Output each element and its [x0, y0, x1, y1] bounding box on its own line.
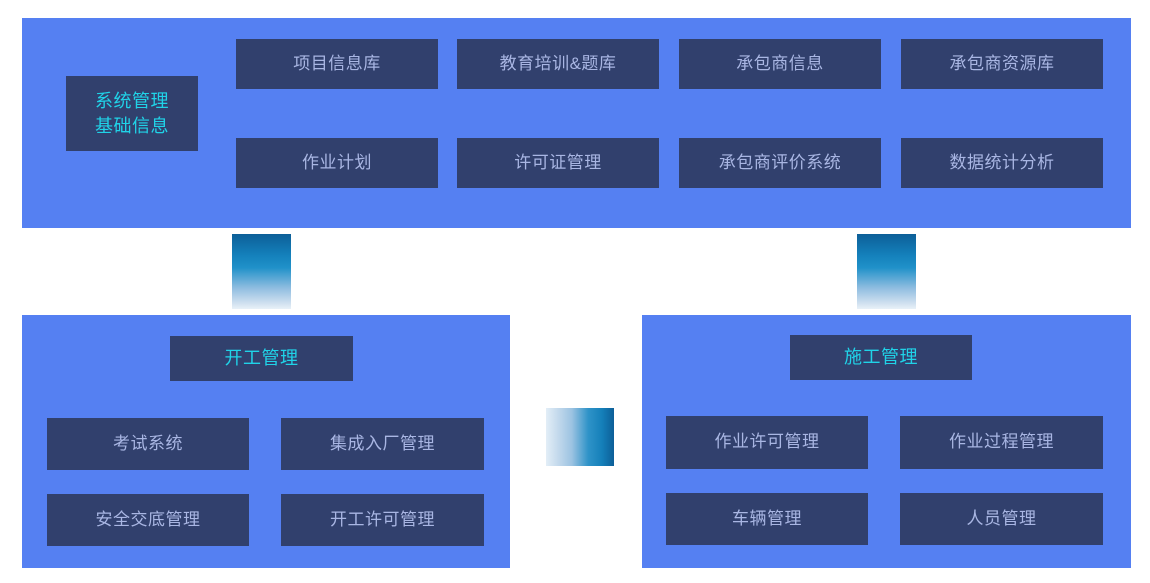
tile-exam-system[interactable]: 考试系统 [47, 418, 249, 470]
right-vertical-connector-icon [857, 234, 916, 309]
tile-contractor-resource-library[interactable]: 承包商资源库 [901, 39, 1103, 89]
tile-permit-management[interactable]: 许可证管理 [457, 138, 659, 188]
tile-education-training-question-bank[interactable]: 教育培训&题库 [457, 39, 659, 89]
panel-construction-management: 施工管理 作业许可管理 作业过程管理 车辆管理 人员管理 [642, 315, 1131, 568]
tile-work-permit-management[interactable]: 作业许可管理 [666, 416, 868, 469]
tile-data-statistics-analysis[interactable]: 数据统计分析 [901, 138, 1103, 188]
tile-personnel-management[interactable]: 人员管理 [900, 493, 1103, 545]
tile-contractor-evaluation-system[interactable]: 承包商评价系统 [679, 138, 881, 188]
tile-start-work-management-header[interactable]: 开工管理 [170, 336, 353, 381]
tile-system-management-root[interactable]: 系统管理 基础信息 [66, 76, 198, 151]
middle-horizontal-connector-icon [546, 408, 614, 466]
tile-integrated-plant-entry-management[interactable]: 集成入厂管理 [281, 418, 484, 470]
tile-safety-briefing-management[interactable]: 安全交底管理 [47, 494, 249, 546]
tile-contractor-info[interactable]: 承包商信息 [679, 39, 881, 89]
panel-system-management: 系统管理 基础信息 项目信息库 教育培训&题库 承包商信息 承包商资源库 作业计… [22, 18, 1131, 228]
tile-project-info-library[interactable]: 项目信息库 [236, 39, 438, 89]
tile-vehicle-management[interactable]: 车辆管理 [666, 493, 868, 545]
tile-start-work-permit-management[interactable]: 开工许可管理 [281, 494, 484, 546]
tile-work-process-management[interactable]: 作业过程管理 [900, 416, 1103, 469]
tile-work-plan[interactable]: 作业计划 [236, 138, 438, 188]
left-vertical-connector-icon [232, 234, 291, 309]
tile-construction-management-header[interactable]: 施工管理 [790, 335, 972, 380]
panel-start-work-management: 开工管理 考试系统 集成入厂管理 安全交底管理 开工许可管理 [22, 315, 510, 568]
